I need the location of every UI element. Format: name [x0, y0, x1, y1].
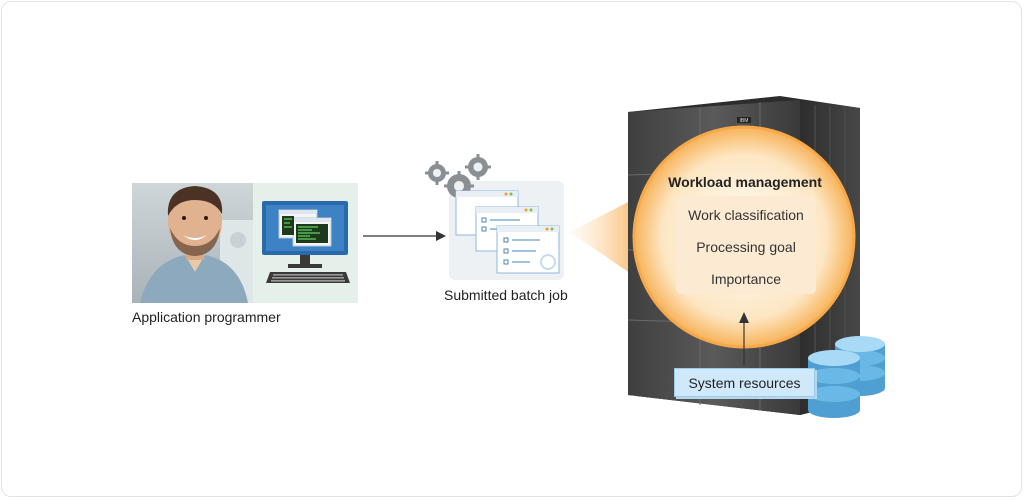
submit-arrow	[363, 231, 446, 241]
server-badge: IBM	[740, 118, 749, 124]
system-resources-box: System resources	[674, 368, 815, 397]
programmer-photo	[132, 183, 253, 303]
batch-job-label: Submitted batch job	[444, 287, 568, 303]
computer-illustration	[253, 183, 358, 303]
workload-panel	[676, 196, 816, 294]
workload-item-goal: Processing goal	[696, 239, 796, 255]
job-document	[496, 225, 560, 274]
batch-job-icon	[425, 154, 564, 280]
resources-arrow	[739, 312, 749, 365]
workload-title: Workload management	[668, 174, 822, 190]
system-resources-label: System resources	[688, 374, 801, 391]
job-beam	[570, 196, 640, 280]
workload-item-importance: Importance	[710, 271, 782, 287]
database-icon	[808, 336, 885, 418]
programmer-label: Application programmer	[132, 309, 281, 325]
gear-icon	[425, 154, 491, 201]
workload-item-classification: Work classification	[688, 207, 804, 223]
